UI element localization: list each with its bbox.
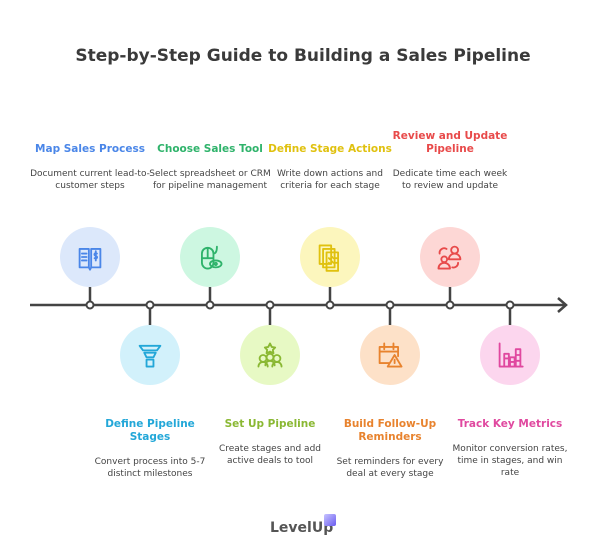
checklist-icon xyxy=(318,244,339,272)
step-title: Set Up Pipeline xyxy=(224,418,316,430)
step-description: Dedicate time each week to review and up… xyxy=(392,169,508,191)
book-dollar-icon xyxy=(78,248,102,271)
step-title: Build Follow-Up Reminders xyxy=(343,418,437,443)
mouse-eye-icon xyxy=(201,245,223,270)
step-title: Choose Sales Tool xyxy=(157,143,263,155)
step-icon-circle xyxy=(300,227,360,287)
step-icon-circle xyxy=(60,227,120,287)
step-title: Define Pipeline Stages xyxy=(105,418,195,443)
step-icon-circle xyxy=(240,325,300,385)
brand-logo: LevelUp xyxy=(270,520,334,536)
step-description: Document current lead-to-customer steps xyxy=(30,169,150,191)
timeline-node xyxy=(445,300,455,310)
step-description: Convert process into 5-7 distinct milest… xyxy=(94,457,206,479)
step-icon-circle xyxy=(360,325,420,385)
timeline-node xyxy=(325,300,335,310)
step-description: Create stages and add active deals to to… xyxy=(218,444,322,466)
timeline-node xyxy=(385,300,395,310)
timeline-node xyxy=(145,300,155,310)
timeline-node xyxy=(85,300,95,310)
team-stars-icon xyxy=(257,342,283,368)
step-title: Review and Update Pipeline xyxy=(392,130,508,155)
step-title: Define Stage Actions xyxy=(268,143,392,155)
step-icon-circle xyxy=(180,227,240,287)
timeline-arrow-icon xyxy=(557,297,568,313)
step-icon-circle xyxy=(420,227,480,287)
timeline-node xyxy=(205,300,215,310)
users-cycle-icon xyxy=(437,245,462,270)
step-icon-circle xyxy=(480,325,540,385)
step-title: Track Key Metrics xyxy=(457,418,563,430)
bar-chart-icon xyxy=(498,342,524,368)
step-description: Set reminders for every deal at every st… xyxy=(336,457,444,479)
timeline-node xyxy=(505,300,515,310)
step-title: Map Sales Process xyxy=(35,143,145,155)
funnel-icon xyxy=(138,344,162,368)
step-icon-circle xyxy=(120,325,180,385)
page-title: Step-by-Step Guide to Building a Sales P… xyxy=(75,46,531,66)
timeline-node xyxy=(265,300,275,310)
step-description: Monitor conversion rates, time in stages… xyxy=(452,444,568,478)
brand-logo-mark xyxy=(324,514,336,526)
calendar-alert-icon xyxy=(378,342,403,368)
step-description: Select spreadsheet or CRM for pipeline m… xyxy=(149,169,271,191)
step-description: Write down actions and criteria for each… xyxy=(277,169,383,191)
